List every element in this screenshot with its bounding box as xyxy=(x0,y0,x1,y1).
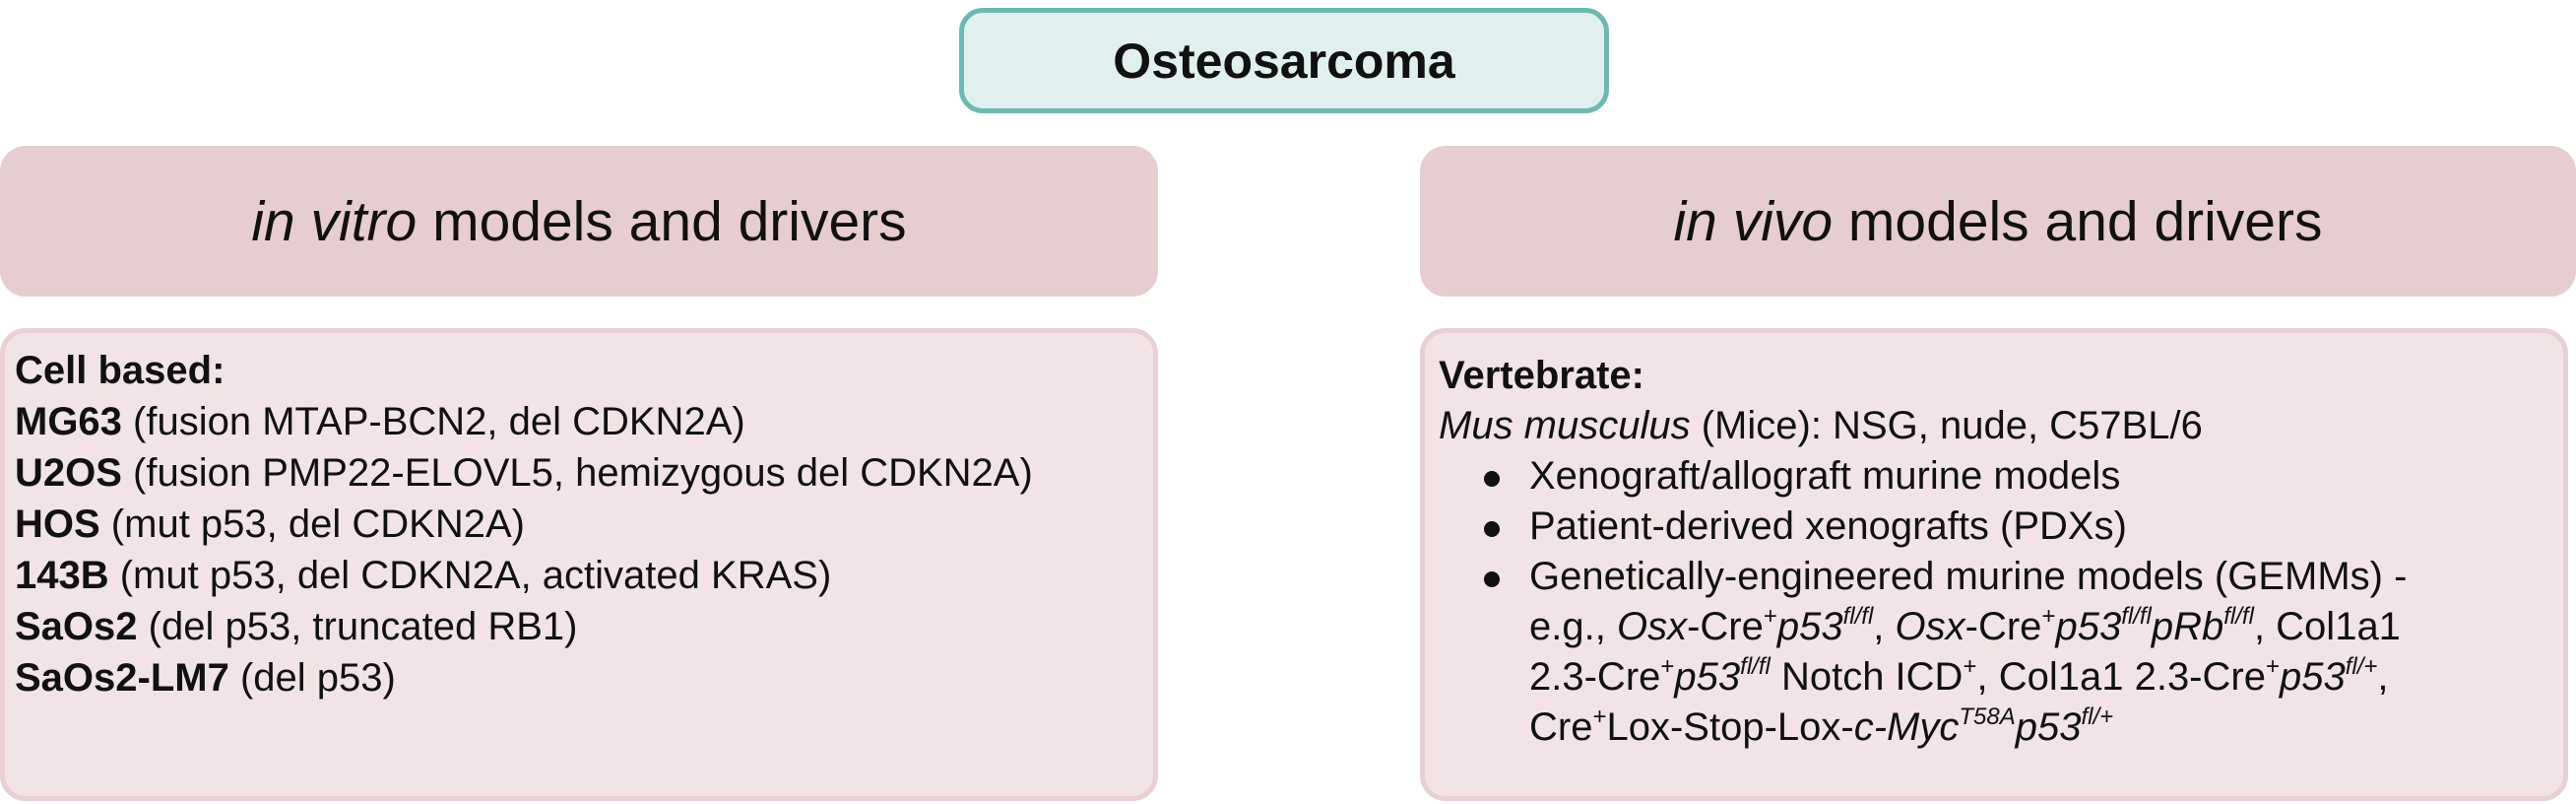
model-list: Xenograft/allograft murine models Patien… xyxy=(1439,451,2549,753)
in-vitro-header: in vitro models and drivers xyxy=(0,146,1158,297)
in-vivo-header: in vivo models and drivers xyxy=(1420,146,2576,297)
cell-line-item: SaOs2-LM7 (del p53) xyxy=(15,656,396,700)
cell-line-item: HOS (mut p53, del CDKN2A) xyxy=(15,502,525,546)
title-box: Osteosarcoma xyxy=(959,8,1609,113)
list-item: Xenograft/allograft murine models xyxy=(1484,451,2549,502)
cell-line-item: SaOs2 (del p53, truncated RB1) xyxy=(15,605,578,648)
cell-line-item: 143B (mut p53, del CDKN2A, activated KRA… xyxy=(15,554,832,597)
gemm-examples-line-2: 2.3-Cre+p53fl/fl Notch ICD+, Col1a1 2.3-… xyxy=(1529,653,2389,700)
cell-based-title: Cell based: xyxy=(15,349,225,392)
in-vivo-content-box: Vertebrate: Mus musculus (Mice): NSG, nu… xyxy=(1420,328,2568,801)
in-vivo-header-text: models and drivers xyxy=(1833,189,2323,253)
gemm-examples-line-1: e.g., Osx-Cre+p53fl/fl, Osx-Cre+p53fl/fl… xyxy=(1529,603,2401,649)
diagram-title: Osteosarcoma xyxy=(1113,33,1455,89)
in-vivo-header-italic: in vivo xyxy=(1673,189,1834,253)
list-item: Genetically-engineered murine models (GE… xyxy=(1484,552,2549,753)
species-line: Mus musculus (Mice): NSG, nude, C57BL/6 xyxy=(1439,404,2203,447)
in-vitro-header-text: models and drivers xyxy=(417,189,907,253)
in-vitro-content-box: Cell based: MG63 (fusion MTAP-BCN2, del … xyxy=(0,328,1158,801)
gemm-examples-line-3: Cre+Lox-Stop-Lox-c-MycT58Ap53fl/+ xyxy=(1529,704,2114,750)
list-item: Patient-derived xenografts (PDXs) xyxy=(1484,502,2549,552)
cell-line-item: MG63 (fusion MTAP-BCN2, del CDKN2A) xyxy=(15,400,745,443)
vertebrate-title: Vertebrate: xyxy=(1439,354,1644,397)
cell-line-item: U2OS (fusion PMP22-ELOVL5, hemizygous de… xyxy=(15,451,1033,495)
in-vitro-header-italic: in vitro xyxy=(251,189,418,253)
